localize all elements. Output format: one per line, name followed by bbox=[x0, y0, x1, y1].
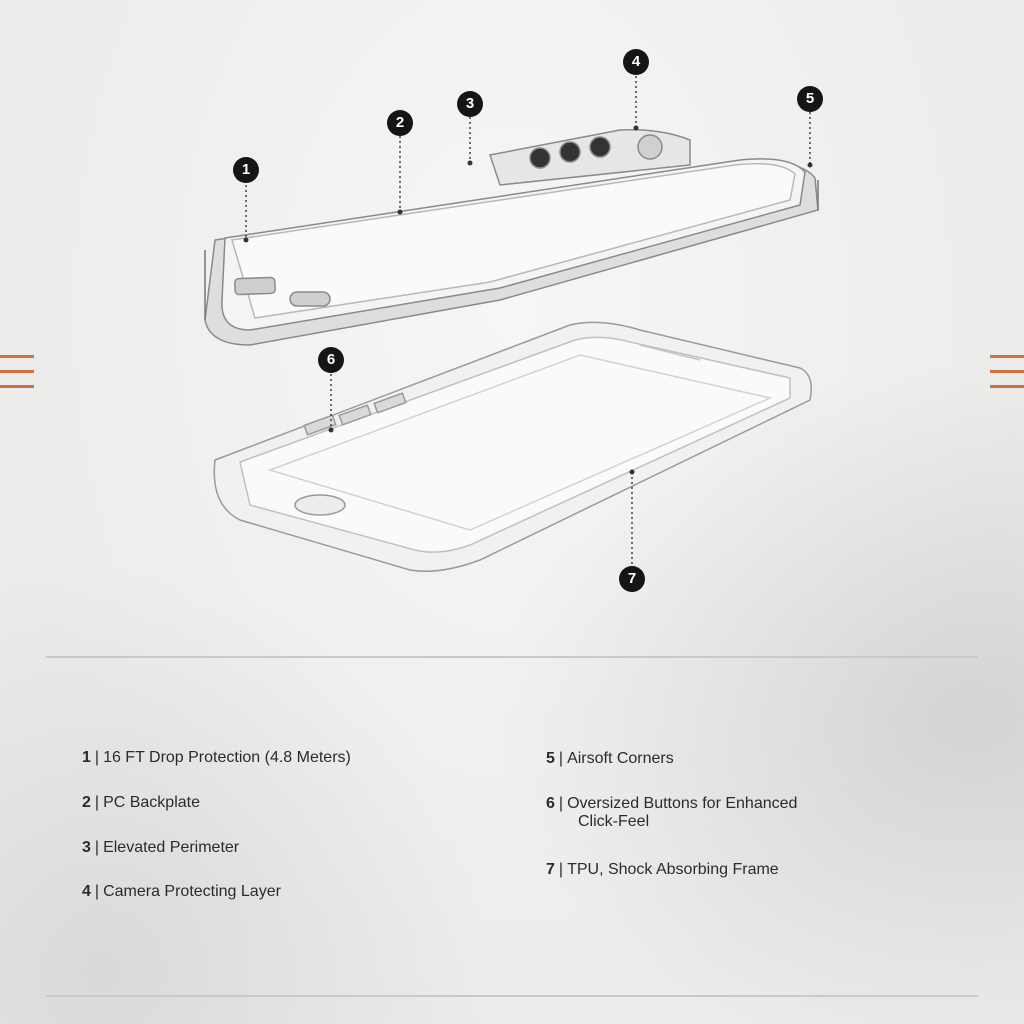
feature-number: 1 bbox=[82, 749, 91, 766]
feature-separator: | bbox=[94, 883, 100, 900]
feature-label: Airsoft Corners bbox=[567, 750, 674, 767]
feature-item-3: 3|Elevated Perimeter bbox=[82, 839, 239, 857]
feature-label: Elevated Perimeter bbox=[103, 839, 240, 856]
menu-lines-icon-left bbox=[0, 355, 34, 389]
feature-item-4: 4|Camera Protecting Layer bbox=[82, 883, 281, 901]
feature-number: 2 bbox=[82, 794, 91, 811]
feature-label: TPU, Shock Absorbing Frame bbox=[567, 861, 779, 878]
feature-item-6: 6|Oversized Buttons for Enhanced Click-F… bbox=[546, 795, 797, 831]
callout-badge-1: 1 bbox=[233, 157, 259, 183]
menu-lines-icon-right bbox=[990, 355, 1024, 389]
feature-separator: | bbox=[558, 795, 564, 812]
feature-label-continuation: Click-Feel bbox=[578, 813, 650, 830]
callout-leaders bbox=[245, 76, 811, 564]
empty-case bbox=[213, 321, 812, 572]
feature-label: PC Backplate bbox=[103, 794, 200, 811]
feature-item-1: 1|16 FT Drop Protection (4.8 Meters) bbox=[82, 749, 351, 767]
callout-badge-5: 5 bbox=[797, 86, 823, 112]
callout-badge-4: 4 bbox=[623, 49, 649, 75]
callout-badge-7: 7 bbox=[619, 566, 645, 592]
feature-item-5: 5|Airsoft Corners bbox=[546, 750, 674, 768]
feature-number: 6 bbox=[546, 795, 555, 812]
feature-number: 7 bbox=[546, 861, 555, 878]
phone-case-exploded-illustration bbox=[204, 76, 819, 572]
feature-number: 3 bbox=[82, 839, 91, 856]
feature-separator: | bbox=[558, 861, 564, 878]
feature-label: 16 FT Drop Protection (4.8 Meters) bbox=[103, 749, 351, 766]
callout-badge-3: 3 bbox=[457, 91, 483, 117]
feature-number: 4 bbox=[82, 883, 91, 900]
feature-item-7: 7|TPU, Shock Absorbing Frame bbox=[546, 861, 779, 879]
feature-separator: | bbox=[94, 839, 100, 856]
feature-number: 5 bbox=[546, 750, 555, 767]
feature-item-2: 2|PC Backplate bbox=[82, 794, 200, 812]
callout-dots bbox=[243, 125, 813, 475]
feature-separator: | bbox=[94, 749, 100, 766]
feature-label: Oversized Buttons for Enhanced bbox=[567, 795, 798, 812]
feature-separator: | bbox=[558, 750, 564, 767]
feature-label: Camera Protecting Layer bbox=[103, 883, 281, 900]
callout-badge-6: 6 bbox=[318, 347, 344, 373]
callout-badge-2: 2 bbox=[387, 110, 413, 136]
divider-bottom bbox=[46, 995, 978, 997]
phone-in-case bbox=[204, 128, 819, 346]
feature-separator: | bbox=[94, 794, 100, 811]
divider-top bbox=[46, 656, 978, 658]
